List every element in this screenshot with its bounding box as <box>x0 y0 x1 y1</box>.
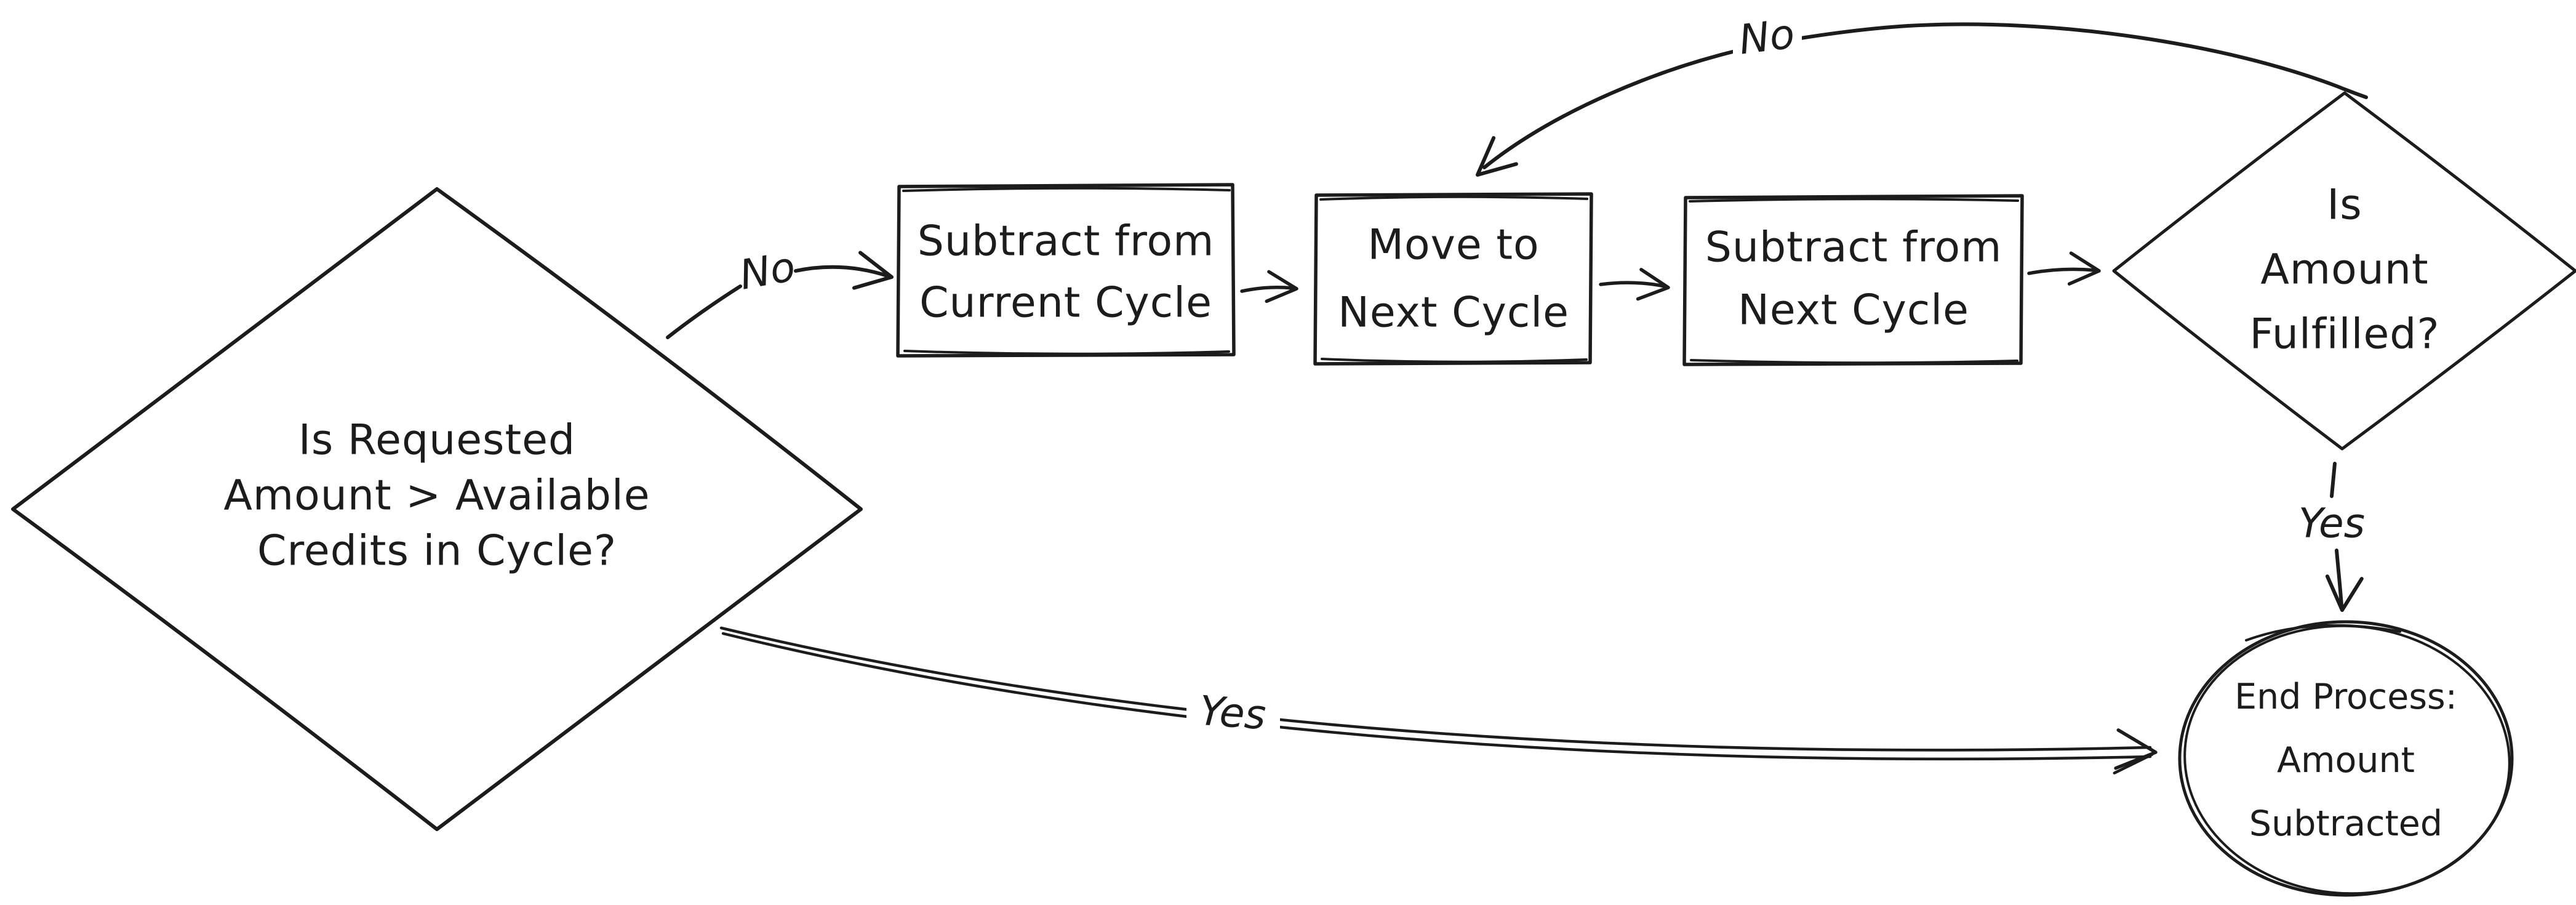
node-decision-requested-vs-available: Is Requested Amount > Available Credits … <box>11 187 863 831</box>
node-text-line: Amount <box>2277 740 2415 781</box>
label-background <box>1733 9 1802 63</box>
node-text-line: Subtracted <box>2249 803 2442 844</box>
edge-move-to-subtract-next <box>1599 268 1670 301</box>
edge-line <box>2330 462 2337 498</box>
edge-label-no: No <box>736 243 799 299</box>
arrowhead-icon <box>1265 270 1298 304</box>
rectangle-shape <box>1682 194 2024 366</box>
edge-line <box>666 284 742 339</box>
edge-line <box>1795 22 2368 99</box>
rectangle-shape <box>896 183 1236 358</box>
edge-yes-to-end-process: Yes <box>2298 462 2365 612</box>
node-move-next-cycle: Move to Next Cycle <box>1313 192 1593 366</box>
node-text-line: Subtract from <box>918 217 1215 266</box>
arrowhead-icon <box>1476 136 1518 177</box>
arrowhead-overstroke <box>2113 753 2154 774</box>
edge-line <box>1599 281 1666 288</box>
edge-line <box>794 265 891 278</box>
circle-shape <box>2178 620 2514 897</box>
diamond-shape <box>11 187 863 831</box>
node-text-line: Next Cycle <box>1338 289 1569 337</box>
sketch-overstroke <box>2245 624 2401 642</box>
arrowhead-icon <box>2114 728 2158 770</box>
arrowhead-icon <box>2067 251 2101 286</box>
edge-subtract-current-to-move <box>1240 270 1298 304</box>
node-subtract-next-cycle: Subtract from Next Cycle <box>1682 194 2024 366</box>
edge-line <box>721 632 2152 761</box>
node-text-line: Current Cycle <box>919 279 1212 328</box>
arrowhead-icon <box>2325 574 2364 612</box>
node-text-line: Credits in Cycle? <box>257 527 617 576</box>
node-text-line: Amount <box>2260 246 2428 294</box>
edge-label-no: No <box>1737 10 1797 63</box>
edge-no-loop-to-move-next: No <box>1476 9 2368 177</box>
edge-line <box>1240 286 1294 293</box>
node-text-line: Amount > Available <box>223 472 650 520</box>
node-text-line: Move to <box>1367 221 1539 270</box>
sketch-overstroke <box>1321 358 1588 363</box>
node-text-line: Next Cycle <box>1738 286 1969 335</box>
edge-line <box>719 626 2152 752</box>
edge-yes-long-to-end-process: Yes <box>719 626 2158 774</box>
diamond-shape <box>2112 91 2576 451</box>
node-end-process: End Process: Amount Subtracted <box>2178 620 2514 897</box>
edge-label-yes: Yes <box>1198 687 1267 739</box>
node-text-line: Subtract from <box>1705 223 2002 272</box>
arrowhead-icon <box>852 251 894 290</box>
node-text-line: Fulfilled? <box>2249 310 2439 359</box>
edge-label-yes: Yes <box>2298 500 2365 547</box>
label-background <box>1186 685 1280 741</box>
edge-no-to-subtract-current: No <box>666 243 894 339</box>
edge-subtract-next-to-fulfilled <box>2027 251 2101 286</box>
sketch-overstroke <box>1319 195 1588 201</box>
node-text-line: Is <box>2327 181 2362 230</box>
edge-line <box>2335 549 2343 608</box>
sketch-overstroke <box>1690 359 2018 364</box>
sketch-overstroke <box>1689 198 2019 203</box>
sketch-overstroke <box>902 187 1231 192</box>
node-decision-amount-fulfilled: Is Amount Fulfilled? <box>2112 91 2576 451</box>
rectangle-shape <box>1313 192 1593 366</box>
edge-line <box>2027 267 2097 275</box>
sketch-overstroke <box>903 350 1230 355</box>
node-text-line: Is Requested <box>298 416 575 465</box>
node-text-line: End Process: <box>2234 677 2457 717</box>
arrowhead-icon <box>1636 268 1670 301</box>
edge-line <box>1482 49 1740 169</box>
node-subtract-current-cycle: Subtract from Current Cycle <box>896 183 1236 358</box>
